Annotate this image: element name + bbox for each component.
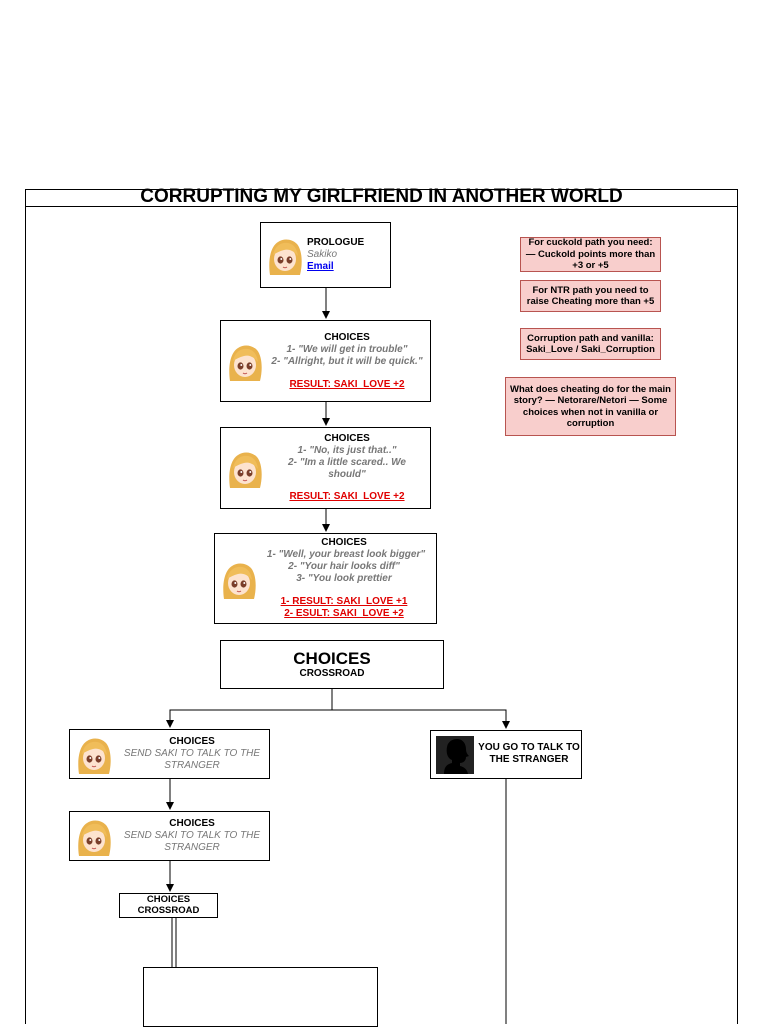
choice-result-1: 1- RESULT: SAKI_LOVE +1	[280, 596, 408, 607]
choices-heading: CHOICES	[321, 537, 367, 548]
choices-node-1[interactable]: CHOICES 1- "We will get in trouble" 2- "…	[220, 320, 431, 402]
choices-node-3[interactable]: CHOICES 1- "Well, your breast look bigge…	[214, 533, 437, 624]
note-cheating-story: What does cheating do for the main story…	[505, 377, 676, 436]
prologue-node[interactable]: PROLOGUE Sakiko Email	[260, 222, 391, 288]
branch-line	[166, 689, 333, 728]
note-cuckold-path: For cuckold path you need: — Cuckold poi…	[520, 237, 661, 272]
anime-girl-portrait-icon	[266, 237, 304, 275]
choice-option-1: 1- "No, its just that.."	[297, 445, 397, 456]
anime-girl-portrait-icon	[75, 818, 113, 856]
silhouette-head-icon	[436, 736, 474, 774]
choice-option-2: 2- "Allright, but it will be quick."	[271, 356, 423, 367]
choices-heading: CHOICES	[169, 818, 215, 829]
choice-result: RESULT: SAKI_LOVE +2	[289, 379, 405, 390]
note-corruption-vanilla: Corruption path and vanilla: Saki_Love /…	[520, 328, 661, 360]
left-choices-node-1[interactable]: CHOICES SEND SAKI TO TALK TO THE STRANGE…	[69, 729, 270, 779]
crossroad-heading: CHOICES	[293, 649, 371, 668]
anime-girl-portrait-icon	[220, 561, 258, 599]
choice-description: SEND SAKI TO TALK TO THE STRANGER	[123, 748, 261, 771]
choice-option-1: 1- "We will get in trouble"	[286, 344, 408, 355]
prologue-email-link[interactable]: Email	[307, 261, 334, 272]
left-choices-node-2[interactable]: CHOICES SEND SAKI TO TALK TO THE STRANGE…	[69, 811, 270, 861]
diagram-frame	[25, 189, 738, 1024]
anime-girl-portrait-icon	[226, 343, 264, 381]
small-crossroad-line-2: CROSSROAD	[137, 905, 200, 916]
choice-option-3: 3- "You look prettier	[296, 573, 392, 584]
choice-option-2: 2- "Your hair looks diff"	[288, 561, 400, 572]
choices-heading: CHOICES	[324, 332, 370, 343]
prologue-heading: PROLOGUE	[307, 237, 365, 248]
small-crossroad-line-1: CHOICES	[146, 894, 191, 905]
branch-line-right	[332, 709, 510, 729]
choices-heading: CHOICES	[324, 433, 370, 444]
crossroad-node[interactable]: CHOICES CROSSROAD	[220, 640, 444, 689]
anime-girl-portrait-icon	[75, 736, 113, 774]
diagram-title: CORRUPTING MY GIRLFRIEND IN ANOTHER WORL…	[25, 187, 738, 207]
empty-node[interactable]	[143, 967, 378, 1027]
choice-option-2: 2- "Im a little scared.. We should"	[288, 457, 406, 480]
anime-girl-portrait-icon	[226, 450, 264, 488]
choice-option-1: 1- "Well, your breast look bigger"	[266, 549, 426, 560]
prologue-character-name: Sakiko	[307, 249, 338, 260]
choices-heading: CHOICES	[169, 736, 215, 747]
right-node-stranger[interactable]: YOU GO TO TALK TO THE STRANGER	[430, 730, 582, 779]
stranger-label: YOU GO TO TALK TO THE STRANGER	[478, 742, 580, 765]
crossroad-subheading: CROSSROAD	[299, 668, 365, 679]
choices-node-2[interactable]: CHOICES 1- "No, its just that.." 2- "Im …	[220, 427, 431, 509]
choice-result: RESULT: SAKI_LOVE +2	[289, 491, 405, 502]
small-crossroad-node[interactable]: CHOICES CROSSROAD	[119, 893, 218, 918]
choice-result-2: 2- ESULT: SAKI_LOVE +2	[284, 608, 404, 619]
choice-description: SEND SAKI TO TALK TO THE STRANGER	[123, 830, 261, 853]
note-ntr-path: For NTR path you need to raise Cheating …	[520, 280, 661, 312]
